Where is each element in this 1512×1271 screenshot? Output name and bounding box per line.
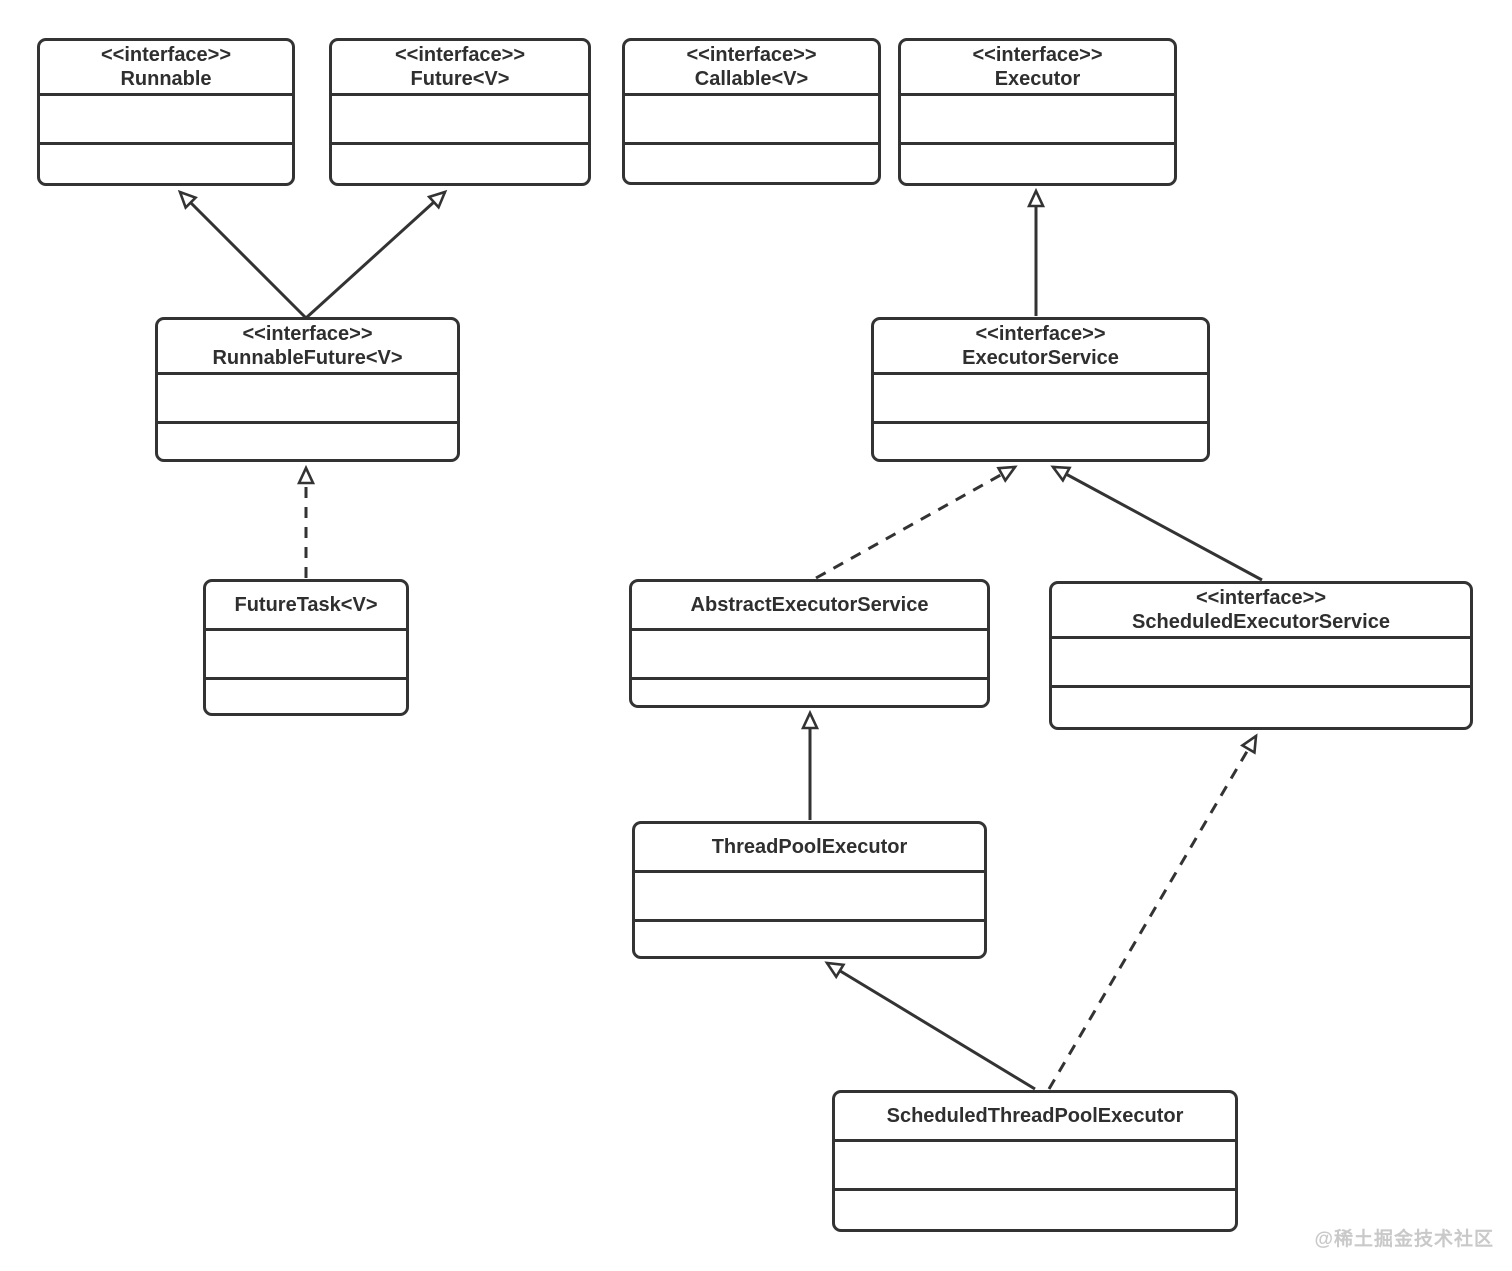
methods-compartment: [40, 142, 292, 183]
class-stereotype: <<interface>>: [100, 44, 232, 66]
methods-compartment: [158, 421, 457, 459]
class-title: <<interface>> Runnable: [40, 41, 292, 93]
class-box-abstract-executor-service: AbstractExecutorService: [629, 579, 990, 708]
attributes-compartment: [332, 93, 588, 142]
class-name: Executor: [994, 68, 1081, 90]
edge-runnablefuture-extends-future: [304, 192, 445, 320]
class-name: ExecutorService: [962, 347, 1119, 369]
edge-scheduledthreadpoolexecutor-implements-scheduledexecutorservice: [1047, 736, 1256, 1090]
edge-scheduledexecutorservice-extends-executorservice: [1053, 467, 1263, 582]
class-name: FutureTask<V>: [234, 594, 378, 616]
class-title: <<interface>> Future<V>: [332, 41, 588, 93]
class-stereotype: <<interface>>: [242, 323, 373, 345]
class-box-runnable-future: <<interface>> RunnableFuture<V>: [155, 317, 460, 462]
class-box-thread-pool-executor: ThreadPoolExecutor: [632, 821, 987, 959]
class-stereotype: <<interface>>: [686, 44, 817, 66]
class-box-executor-service: <<interface>> ExecutorService: [871, 317, 1210, 462]
class-title: ScheduledThreadPoolExecutor: [835, 1093, 1235, 1139]
class-stereotype: <<interface>>: [1195, 587, 1327, 609]
class-box-scheduled-thread-pool-executor: ScheduledThreadPoolExecutor: [832, 1090, 1238, 1232]
methods-compartment: [874, 421, 1207, 459]
attributes-compartment: [901, 93, 1174, 142]
methods-compartment: [632, 677, 987, 705]
class-name: RunnableFuture<V>: [212, 347, 403, 369]
class-box-scheduled-executor-service: <<interface>> ScheduledExecutorService: [1049, 581, 1473, 730]
edge-scheduledthreadpoolexecutor-extends-threadpoolexecutor: [827, 963, 1036, 1091]
class-stereotype: <<interface>>: [394, 44, 526, 66]
class-title: ThreadPoolExecutor: [635, 824, 984, 870]
attributes-compartment: [632, 628, 987, 677]
class-name: ScheduledThreadPoolExecutor: [886, 1105, 1184, 1127]
class-box-future: <<interface>> Future<V>: [329, 38, 591, 186]
edge-abstractexecutorservice-implements-executorservice: [815, 467, 1015, 580]
methods-compartment: [206, 677, 406, 713]
methods-compartment: [625, 142, 878, 182]
attributes-compartment: [158, 372, 457, 421]
class-title: <<interface>> Callable<V>: [625, 41, 878, 93]
attributes-compartment: [835, 1139, 1235, 1188]
methods-compartment: [901, 142, 1174, 183]
class-box-callable: <<interface>> Callable<V>: [622, 38, 881, 185]
attributes-compartment: [206, 628, 406, 677]
class-name: Runnable: [120, 68, 212, 90]
edge-runnablefuture-extends-runnable: [180, 192, 308, 320]
class-name: Future<V>: [410, 68, 510, 90]
attributes-compartment: [40, 93, 292, 142]
attributes-compartment: [874, 372, 1207, 421]
class-title: <<interface>> ExecutorService: [874, 320, 1207, 372]
attributes-compartment: [625, 93, 878, 142]
class-title: AbstractExecutorService: [632, 582, 987, 628]
class-title: <<interface>> RunnableFuture<V>: [158, 320, 457, 372]
class-box-runnable: <<interface>> Runnable: [37, 38, 295, 186]
class-name: ScheduledExecutorService: [1132, 611, 1390, 633]
methods-compartment: [1052, 685, 1470, 727]
class-stereotype: <<interface>>: [975, 323, 1106, 345]
class-title: <<interface>> Executor: [901, 41, 1174, 93]
attributes-compartment: [1052, 636, 1470, 685]
class-box-executor: <<interface>> Executor: [898, 38, 1177, 186]
class-stereotype: <<interface>>: [972, 44, 1103, 66]
class-box-future-task: FutureTask<V>: [203, 579, 409, 716]
methods-compartment: [635, 919, 984, 956]
attributes-compartment: [635, 870, 984, 919]
class-name: ThreadPoolExecutor: [711, 836, 908, 858]
watermark-text: @稀土掘金技术社区: [1314, 1229, 1494, 1250]
class-title: <<interface>> ScheduledExecutorService: [1052, 584, 1470, 636]
class-name: Callable<V>: [694, 68, 809, 90]
class-name: AbstractExecutorService: [690, 594, 929, 616]
methods-compartment: [332, 142, 588, 183]
methods-compartment: [835, 1188, 1235, 1229]
class-title: FutureTask<V>: [206, 582, 406, 628]
